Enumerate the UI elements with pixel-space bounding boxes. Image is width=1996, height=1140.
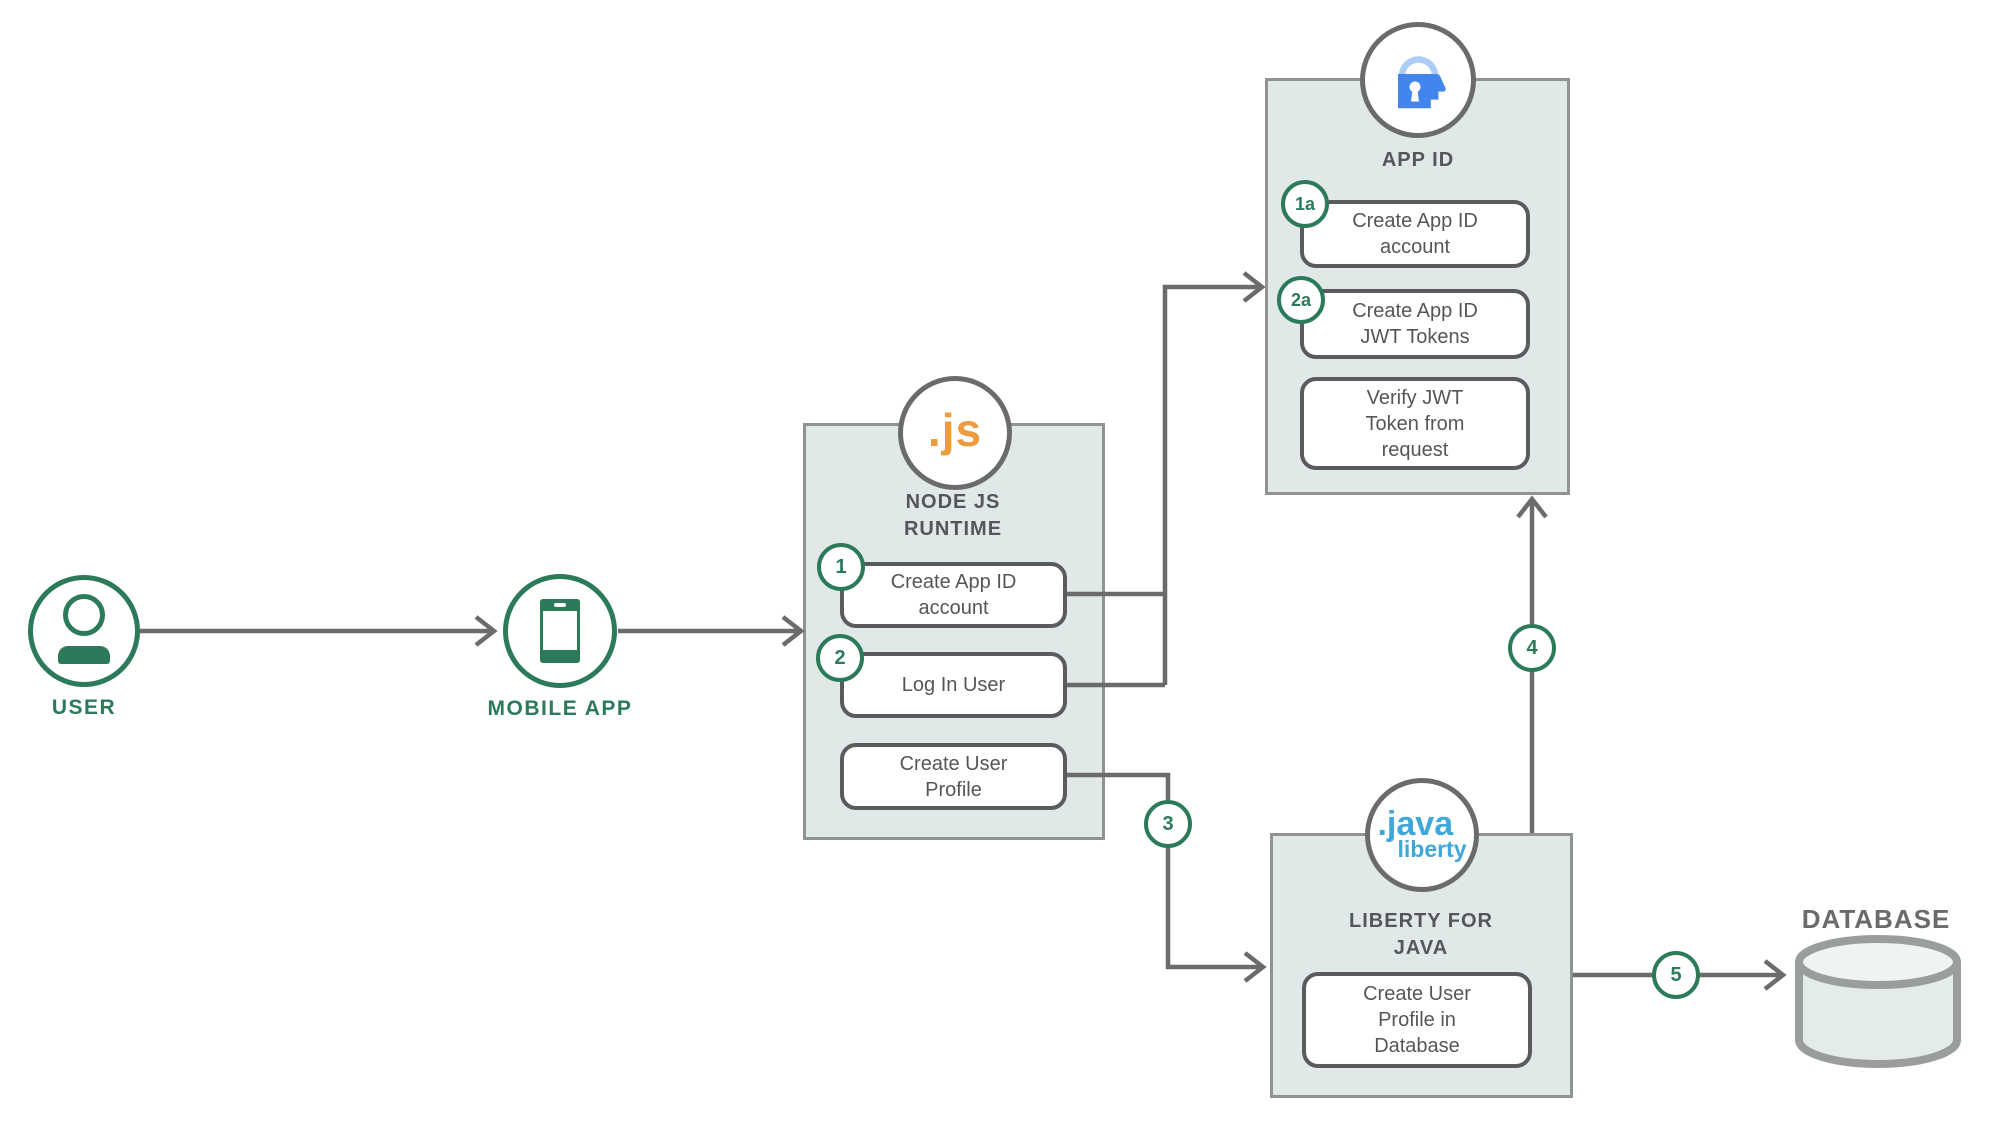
- liberty-title: LIBERTY FOR JAVA: [1349, 910, 1493, 959]
- mobile-app-node: [503, 574, 617, 688]
- step-create-user-profile: Create User Profile: [840, 743, 1067, 810]
- appid-icon-circle: [1360, 22, 1476, 138]
- nodejs-logo: .js: [927, 404, 983, 456]
- step-liberty-create-profile-db: Create User Profile in Database: [1302, 972, 1532, 1068]
- user-label: USER: [51, 696, 117, 719]
- liberty-logo-java-text: .java: [1377, 805, 1454, 843]
- arrow-mobile-to-node: [618, 615, 805, 647]
- nodejs-logo-circle: .js: [898, 376, 1012, 490]
- liberty-logo-liberty-text: liberty: [1397, 836, 1467, 862]
- phone-speaker-shape: [554, 603, 566, 607]
- smartphone-icon: [508, 579, 612, 683]
- nodejs-runtime-title: NODE JS RUNTIME: [903, 491, 1003, 540]
- badge-2a: 2a: [1277, 276, 1325, 324]
- person-head-shape: [63, 594, 105, 636]
- badge-1a: 1a: [1281, 180, 1329, 228]
- liberty-logo-circle: .java liberty: [1365, 778, 1479, 892]
- badge-1: 1: [817, 543, 865, 591]
- badge-3: 3: [1144, 800, 1192, 848]
- badge-4: 4: [1508, 624, 1556, 672]
- step-appid-verify-jwt: Verify JWT Token from request: [1300, 377, 1530, 470]
- arrow-riser-to-appid: [1162, 271, 1266, 685]
- appid-title: APP ID: [1381, 149, 1455, 171]
- badge-2: 2: [816, 634, 864, 682]
- liberty-java-logo: .java liberty: [1377, 805, 1467, 862]
- database-label: DATABASE: [1801, 904, 1951, 934]
- phone-screen-shape: [543, 611, 577, 650]
- phone-body-shape: [540, 599, 580, 663]
- appid-lock-icon: [1398, 56, 1446, 109]
- arrow-user-to-mobile: [140, 615, 498, 647]
- step-appid-create-account: Create App ID account: [1300, 200, 1530, 268]
- user-icon: [33, 580, 135, 682]
- database-cylinder-icon: [1795, 935, 1961, 1068]
- mobile-app-label: MOBILE APP: [487, 697, 633, 720]
- user-node: [28, 575, 140, 687]
- step-login-user: Log In User: [840, 652, 1067, 718]
- step-create-appid-account: Create App ID account: [840, 562, 1067, 628]
- badge-5: 5: [1652, 951, 1700, 999]
- person-body-shape: [58, 646, 110, 664]
- step-appid-create-jwt-tokens: Create App ID JWT Tokens: [1300, 289, 1530, 359]
